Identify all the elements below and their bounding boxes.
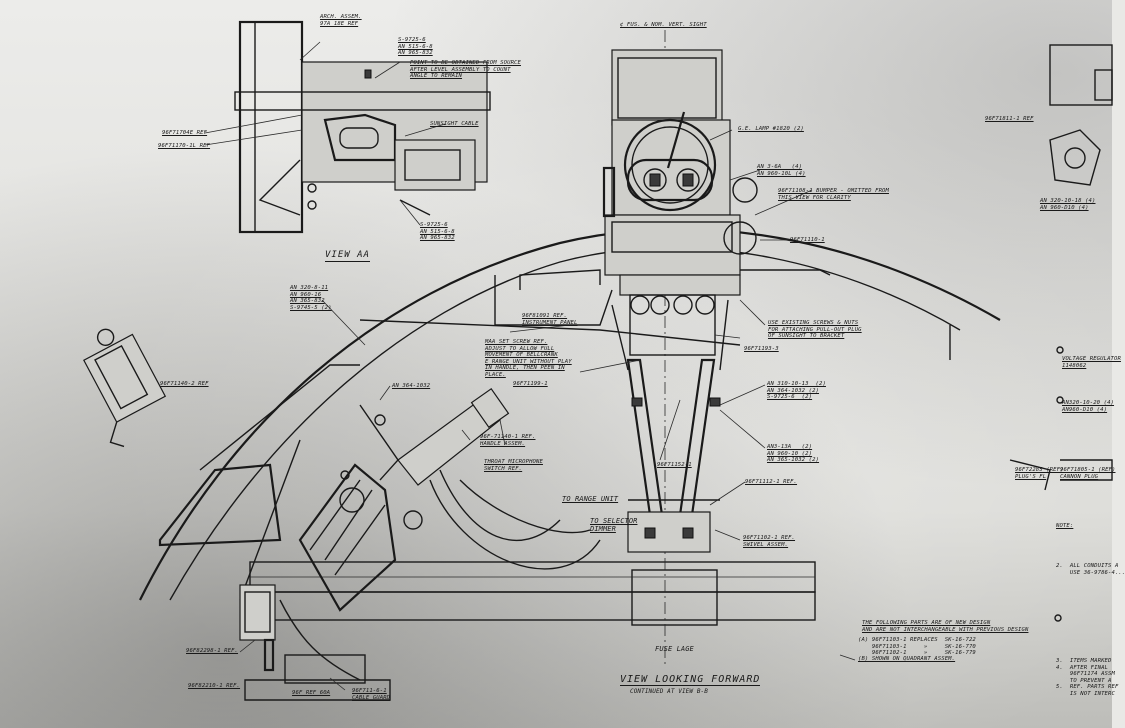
label-set-screw: MAA SET SCREW REF. ADJUST TO ALLOW FULL … [485,339,572,378]
label-far-right-top: 96F71811-1 REF [985,116,1034,122]
label-far-right-an: AN 320-10-18 (4) AN 960-D10 (4) [1040,198,1096,211]
label-ref-bottom2: 96F82210-1 REF. [188,683,241,689]
view-aa-drawing [234,20,491,234]
main-view-title: VIEW LOOKING FORWARD [620,674,761,686]
note-heading: NOTE: [1056,523,1074,529]
label-ref-bottom1: 96F82298-1 REF. [186,648,239,654]
label-throat-mic: THROAT MICROPHONE SWITCH REF. [484,459,543,472]
label-to-range: TO RANGE UNIT [562,495,619,503]
label-inst-panel: 96F81091 REF. INSTRUMENT PANEL [522,313,578,326]
label-an-group-left: AN 320-8-11 AN 960-16 AN 365-832 S-9745-… [290,285,332,311]
view-aa-title: VIEW AA [325,250,370,262]
detail-left [83,328,167,448]
label-ref-bottom3: 96F REF 60A [292,690,331,696]
label-left-assy: 96F71140-2 REF [160,381,209,387]
range-cable [439,469,561,542]
label-handle-assem: 96F-71140-1 REF. HANDLE ASSEM. [480,434,536,447]
label-bolts-top: S-9725-6 AN 515-6-8 AN 965-832 [398,37,433,57]
note-2: 2. ALL CONDUITS A USE 36-9786-4... [1056,563,1125,576]
fuselage-contour [139,228,1001,601]
shown-on-note: (B) SHOWN ON QUADRANT ASSEM. [858,656,956,662]
label-96f71199: 96F71199-1 [513,381,548,387]
conduit-assembly [239,463,397,701]
fuselage-label: FUSE LAGE [655,645,694,653]
gunsight-assembly [602,49,758,356]
swivel-struts [611,299,729,553]
label-96f71112: 96F71112-1 REF. [745,479,798,485]
label-plug-fl: 96F72285 (REF) PLUG'S FL [1015,467,1064,480]
label-cannon-plug: 96F71805-1 (REF) CANNON PLUG [1060,467,1116,480]
label-bolts-mid: S-9725-6 AN 515-6-8 AN 965-832 [420,222,455,242]
label-ge-lamp: G.E. LAMP #1820 (2) [738,126,804,132]
label-96f71110: 96F71110-1 [790,237,825,243]
label-96f71152: 96F71152-1 [657,462,692,468]
label-arch-assem: ARCH. ASSEM. 97A 18E REF [320,14,362,27]
dimmer-cable [429,479,601,570]
replace-list: (A) 96F71103-1 REPLACES SK-16-722 96F711… [858,637,976,657]
following-parts-note: THE FOLLOWING PARTS ARE OF NEW DESIGN AN… [862,620,1029,633]
label-ref-b: 96F71170-1L REF [158,143,211,149]
label-an364: AN 364-1032 [392,383,431,389]
label-swivel-assem: 96F71102-1 REF. SWIVEL ASSEM. [743,535,796,548]
label-paint-note: POINT TO BE OBTAINED FROM SOURCE AFTER L… [410,60,521,80]
label-right-an2: AN320-10-20 (4) AN960-D10 (4) [1062,400,1115,413]
label-an3-13a: AN3-13A (2) AN 960-10 (2) AN 365-1032 (2… [767,444,820,464]
continued-label: CONTINUED AT VIEW B-B [630,688,708,695]
label-ref-a: 96F71704E REF [162,130,208,136]
label-96f71193: 96F71193-3 [744,346,779,352]
label-cable-guard: 96F711-6-1 CABLE GUARD [352,688,391,701]
label-use-existing: USE EXISTING SCREWS & NUTS FOR ATTACHING… [768,320,862,340]
label-an3-6a: AN 3-6A (4) AN 960-10L (4) [757,164,806,177]
label-an-hw-right: AN 310-10-13 (2) AN 364-1032 (2) S-9725-… [767,381,826,401]
label-sunsight-cable: SUNSIGHT CABLE [430,121,479,127]
label-bumper: 96F71108-1 BUMPER - OMITTED FROM THIS VI… [778,188,889,201]
label-to-selector: TO SELECTOR DIMMER [590,517,638,533]
note-3: 3. ITEMS MARKED 4. AFTER FINAL 96F71174 … [1056,658,1119,697]
centerline-label: ¢ FUS. & NOM. VERT. SIGHT [620,22,707,28]
label-voltage: VOLTAGE REGULATOR 1148062 [1062,356,1121,369]
